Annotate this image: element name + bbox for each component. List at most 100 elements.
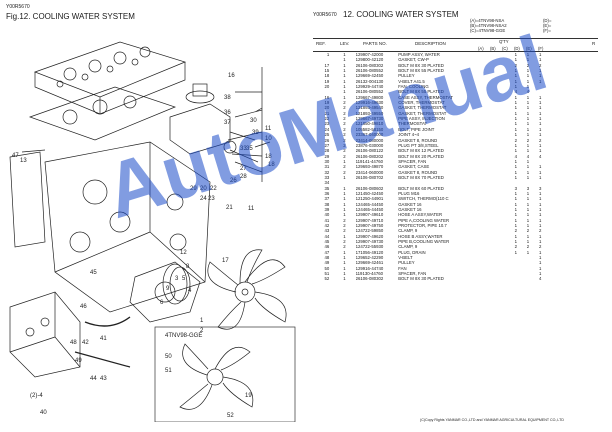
row-qty-b: 1 [526, 78, 530, 84]
svg-text:4: 4 [188, 288, 192, 294]
row-qty-d [546, 276, 558, 281]
header-ref: REF. [316, 41, 326, 46]
header-rule-bottom [313, 51, 598, 52]
section-title: 12. COOLING WATER SYSTEM [343, 10, 459, 19]
svg-text:30: 30 [250, 118, 257, 124]
row-qty-b: 1 [526, 100, 530, 106]
row-description: PLUG, DRAIN [398, 249, 426, 255]
row-qty-a: 1 [514, 57, 518, 63]
row-part-number: 119130-44760 [355, 271, 383, 277]
row-qty-a: 1 [514, 196, 518, 202]
header-rule-top [313, 38, 598, 39]
row-qty-b: 2 [526, 137, 530, 143]
svg-text:52: 52 [227, 413, 234, 419]
row-qty-a: 1 [514, 164, 518, 170]
row-description: FAN [398, 265, 407, 271]
row-qty-a: 1 [514, 105, 518, 111]
svg-text:42: 42 [82, 340, 89, 346]
row-level: 1 [343, 158, 346, 164]
row-qty-a: 1 [514, 110, 518, 116]
row-level: 2 [343, 239, 346, 245]
row-description: HOSE A ASSY,WATER [398, 212, 443, 218]
row-ref: 34 [324, 180, 330, 186]
row-qty-b: 1 [526, 57, 530, 63]
row-qty-c: 1 [538, 239, 542, 245]
row-qty-b: 1 [526, 84, 530, 90]
right-page-code: Y00R5670 [313, 12, 337, 18]
row-level: 1 [343, 174, 346, 180]
row-description: BOLT M 8X 60 PLATED [398, 185, 444, 191]
row-level: 2 [343, 105, 346, 111]
row-part-number: 26106-080552 [355, 68, 384, 74]
row-level: 1 [343, 73, 346, 79]
row-qty-b: 1 [526, 201, 530, 207]
row-ref: 43 [324, 228, 330, 234]
row-level: 2 [343, 244, 346, 250]
row-qty-c: 1 [538, 148, 542, 154]
row-qty-b: 1 [526, 73, 530, 79]
row-qty-a: 1 [514, 239, 518, 245]
row-level: 1 [343, 271, 346, 277]
row-qty-a: 2 [514, 62, 518, 68]
row-ref: 39 [324, 206, 330, 212]
row-part-number: 124465-44450 [355, 206, 384, 212]
row-part-number: 23367-040000 [355, 132, 384, 138]
row-part-number: 129907-42000 [355, 52, 384, 57]
legend-e: (E)= [543, 23, 552, 29]
row-part-number: 26106-080122 [355, 148, 384, 154]
row-ref: 47 [324, 249, 330, 255]
inset-fan-icon [179, 343, 254, 410]
row-qty-a: 1 [514, 223, 518, 228]
row-description: BOLT M 8X 70 PLATED [398, 174, 444, 180]
callout-47: 47 [12, 153, 19, 159]
model-legend-extra: (D)= (E)= (F)= [543, 18, 551, 34]
svg-text:4TNV98-GGE: 4TNV98-GGE [165, 333, 202, 339]
row-qty-a: 1 [514, 73, 518, 79]
row-qty-c: 2 [538, 244, 542, 250]
svg-text:19: 19 [245, 393, 252, 399]
row-level: 2 [343, 137, 346, 143]
row-level: 1 [343, 260, 346, 266]
row-part-number: 129907-49730 [355, 239, 384, 245]
row-ref: 15 [324, 68, 330, 74]
row-qty-b: 1 [526, 217, 530, 223]
row-qty-c: 1 [538, 110, 542, 116]
row-level: 1 [343, 52, 346, 57]
row-ref: 33 [324, 174, 330, 180]
row-level: 1 [343, 84, 346, 90]
row-qty-c: 1 [538, 126, 542, 132]
row-qty-a: 1 [514, 206, 518, 212]
row-qty-b: 1 [526, 206, 530, 212]
qty-col-c: (C) [502, 46, 508, 51]
row-description: PUMP ASSY, WATER [398, 52, 440, 57]
row-qty-a: 1 [514, 174, 518, 180]
row-qty-a: 1 [514, 190, 518, 196]
row-part-number: 129667-49730 [355, 116, 384, 122]
row-qty-a: 1 [514, 68, 518, 74]
row-qty-b: 2 [526, 62, 530, 68]
svg-text:11: 11 [248, 206, 255, 212]
qty-col-e: (E) [526, 46, 532, 51]
row-ref: 21 [324, 110, 330, 116]
row-qty-b: 1 [526, 190, 530, 196]
row-part-number: 124722-55930 [355, 244, 384, 250]
row-qty-b: 1 [526, 52, 530, 57]
header-r: R [592, 41, 596, 46]
row-ref: 36 [324, 190, 330, 196]
qty-col-f: (F) [538, 46, 544, 51]
svg-text:43: 43 [100, 376, 107, 382]
exploded-diagram: 47 16 38 36 37 30 39 33 35 11 10 18 27 2… [9, 41, 296, 422]
